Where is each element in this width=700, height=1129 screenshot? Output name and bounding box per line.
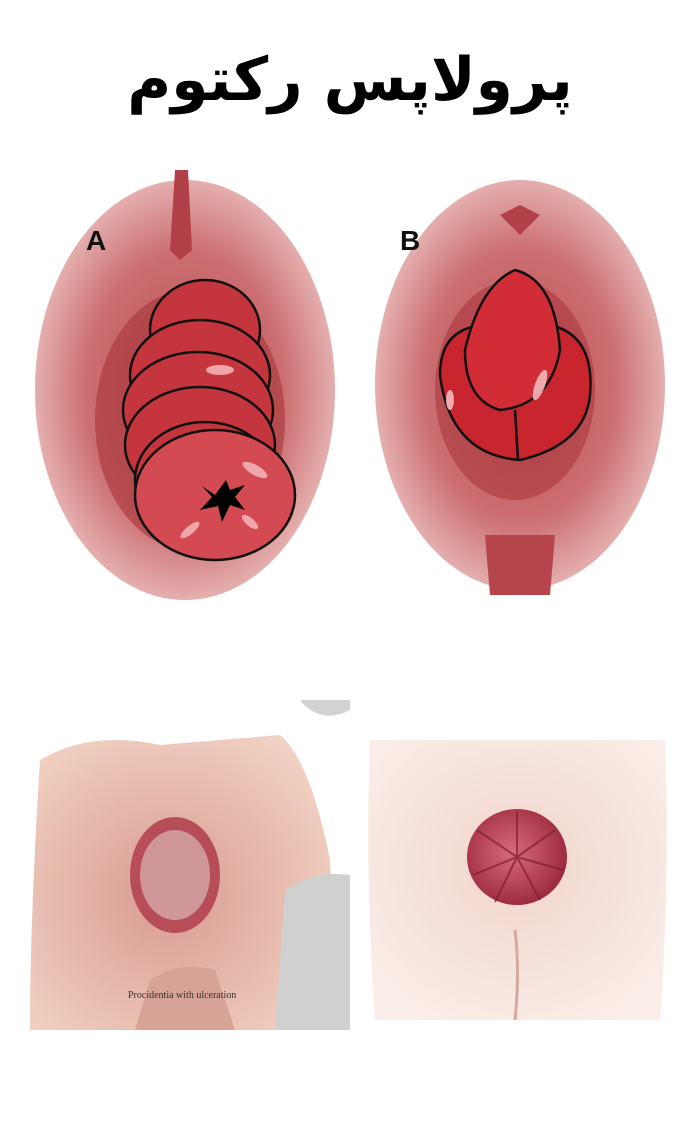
photo-prolapse [365, 720, 675, 1040]
page-title: پرولاپس رکتوم [127, 45, 573, 115]
photo-caption: Procidentia with ulceration [128, 990, 237, 1001]
panel-label-a: A [86, 225, 107, 256]
illustration-a [35, 170, 335, 600]
photo-procidentia [30, 700, 350, 1030]
illustration-b [375, 180, 665, 595]
panel-label-b: B [400, 225, 421, 256]
